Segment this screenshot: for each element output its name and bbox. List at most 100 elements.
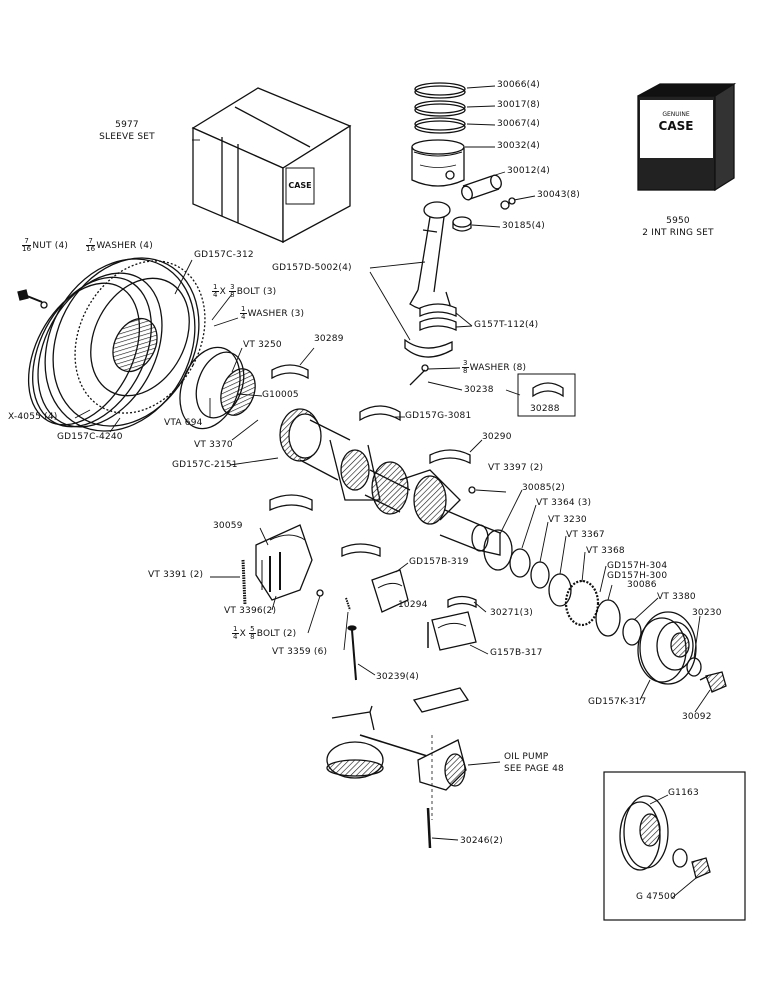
key-vt3397 [468,486,476,494]
spacer-30086 [595,599,621,637]
seal-housing [179,346,256,430]
label-30043: 30043(8) [537,190,580,200]
pulley-bolt-30092 [699,671,727,693]
washer-8-den: 8 [463,367,468,375]
washer-4-text: WASHER (4) [96,241,153,251]
label-30289: 30289 [314,334,344,344]
label-30066: 30066(4) [497,80,540,90]
oil-pump-assembly [326,687,470,820]
bolt-1-4 [316,589,324,597]
stud-vt3391 [241,559,247,606]
washer-vt3364 [509,548,531,578]
bolt-3-a-den: 4 [213,291,218,299]
washer-vt3380 [622,618,642,646]
leader-lines [74,85,711,899]
nut-den: 16 [22,245,32,253]
label-gd157h-304: GD157H-304 [607,561,668,571]
rod-bearings [419,303,457,331]
label-gd157b-319: GD157B-319 [409,557,469,567]
label-ring-set-desc: 2 INT RING SET [642,228,714,238]
ring-set-box: CASE GENUINE [637,82,737,192]
label-vt3230: VT 3230 [548,515,587,525]
bolt-2-b-num: 5 [249,625,256,634]
label-30067: 30067(4) [497,119,540,129]
washer-8-num: 3 [462,359,469,368]
label-30246: 30246(2) [460,836,503,846]
label-gd157d-5002: GD157D-5002(4) [272,263,352,273]
crank-gear [564,579,600,627]
bolt-3-text: BOLT (3) [236,287,277,297]
label-vt3364: VT 3364 (3) [536,498,592,508]
label-30086: 30086 [627,580,657,590]
ring-vt3367 [530,561,550,589]
main-bearing-30290 [429,449,471,465]
bolt-2-b-den: 8 [250,633,255,641]
inset-box [603,771,746,921]
washer-3-num: 1 [240,305,247,314]
label-oil-pump-2: SEE PAGE 48 [504,764,564,774]
nut-text: NUT (4) [32,241,69,251]
lower-bearing-2 [341,543,381,557]
label-30185: 30185(4) [502,221,545,231]
sleeve-set-box: CASE [191,87,352,244]
label-ring-set-num: 5950 [666,216,690,226]
label-30059: 30059 [213,521,243,531]
washer-4-num: 7 [86,238,96,246]
label-10294: 10294 [398,600,428,610]
connecting-rod [404,201,453,358]
bolt-3-x: X [219,287,227,297]
label-gd157g-3081: GD157G-3081 [405,411,472,421]
bolt-30246 [426,807,432,849]
sleeve-box-logo: CASE [288,181,311,190]
washer-4-den: 16 [86,245,96,253]
rod-bolt [409,369,426,386]
pulley [637,611,697,685]
nut [17,289,29,301]
label-gd157c-2151: GD157C-2151 [172,460,238,470]
bolt-3-b-den: 8 [230,291,235,299]
flywheel [27,257,206,432]
label-30092: 30092 [682,712,712,722]
label-gd157k-317: GD157K-317 [588,697,647,707]
bolt-vt3359 [345,597,351,611]
rear-main-cap [255,524,313,601]
main-bearing-30289 [271,364,309,380]
label-g47500: G 47500 [636,892,676,902]
bolt-3-b-num: 3 [229,283,236,292]
piston [411,139,465,187]
label-vt3391: VT 3391 (2) [148,570,204,580]
label-vt3368: VT 3368 [586,546,625,556]
label-g157b-317: G157B-317 [490,648,543,658]
label-30032: 30032(4) [497,141,540,151]
flywheel-washer [40,301,48,309]
label-sleeve-set-num: 5977 [115,120,139,130]
washer-vt3368 [548,573,572,607]
label-30290: 30290 [482,432,512,442]
label-g157t-112: G157T-112(4) [474,320,539,330]
seal-30085 [483,529,513,571]
bearing-30288-inset [517,373,576,417]
bolt-2-a-den: 4 [233,633,238,641]
label-vt3397: VT 3397 (2) [488,463,544,473]
label-30012: 30012(4) [507,166,550,176]
label-30271: 30271(3) [490,608,533,618]
label-30085: 30085(2) [522,483,565,493]
label-30230: 30230 [692,608,722,618]
lower-bearing-3 [447,595,477,609]
piston-pin [461,174,502,201]
label-vta694: VTA 694 [164,418,203,428]
label-x4055: X-4055 (4) [8,412,58,422]
ring-box-logo: CASE [659,119,694,133]
label-30017: 30017(8) [497,100,540,110]
